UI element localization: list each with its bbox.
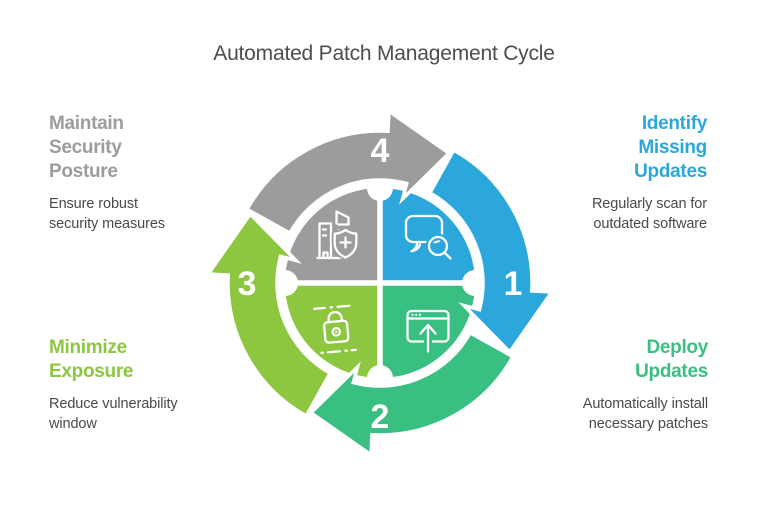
step-heading-line: Minimize — [49, 337, 127, 358]
lock-body — [323, 319, 350, 344]
magnifier-glass — [427, 235, 449, 257]
step-3-description: Reduce vulnerability window — [49, 394, 178, 434]
step-heading-line: Posture — [49, 161, 118, 182]
step-desc-line: Regularly scan for — [591, 196, 707, 212]
step-number-3: 3 — [238, 265, 257, 303]
shield-outline — [333, 228, 358, 259]
step-number-4: 4 — [371, 132, 390, 170]
step-heading-line: Identify — [641, 113, 707, 134]
chat-search-icon — [404, 214, 454, 262]
step-number-2: 2 — [371, 398, 390, 436]
step-1-description: Regularly scan for outdated software — [592, 194, 707, 234]
ring-arrow-identify-missing-updates — [427, 147, 556, 355]
lock-keyhole — [331, 326, 342, 337]
step-4-text-block: Maintain Security Posture Ensure robust … — [49, 112, 165, 234]
step-desc-line: Ensure robust — [49, 196, 138, 212]
shield-plus — [339, 236, 352, 249]
step-desc-line: security measures — [49, 216, 165, 232]
window-toolbar-dot — [418, 313, 421, 316]
building-shield-icon — [316, 210, 360, 261]
step-1-text-block: Identify Missing Updates Regularly scan … — [592, 112, 707, 234]
step-desc-line: outdated software — [593, 216, 707, 232]
icons-layer — [313, 210, 454, 356]
step-2-text-block: Deploy Updates Automatically install nec… — [583, 336, 709, 434]
step-desc-line: Automatically install — [582, 396, 708, 412]
step-number-1: 1 — [504, 265, 523, 303]
step-heading-line: Deploy — [646, 337, 708, 358]
step-3-text-block: Minimize Exposure Reduce vulnerability w… — [49, 336, 178, 434]
step-heading-line: Maintain — [49, 113, 124, 134]
step-desc-line: necessary patches — [588, 416, 708, 432]
window-upload-icon — [406, 309, 450, 356]
step-desc-line: Reduce vulnerability — [49, 396, 178, 412]
diagram-title: Automated Patch Management Cycle — [213, 42, 555, 65]
ring-arrow-minimize-exposure — [204, 211, 333, 419]
step-1-heading: Identify Missing Updates — [592, 112, 707, 184]
step-heading-line: Exposure — [49, 361, 134, 382]
upload-arrow-head — [419, 323, 437, 335]
magnifier-handle — [443, 251, 452, 260]
step-3-heading: Minimize Exposure — [49, 336, 178, 384]
step-heading-line: Updates — [634, 161, 707, 182]
lock-shackle — [327, 310, 343, 324]
window-toolbar-dot — [411, 313, 414, 316]
step-heading-line: Missing — [638, 137, 707, 158]
cycle-ring-layer: 1 2 3 4 — [204, 107, 556, 459]
step-4-heading: Maintain Security Posture — [49, 112, 165, 184]
quadrant-divider-cross — [285, 188, 475, 378]
step-heading-line: Security — [49, 137, 122, 158]
lock-keyhole-dot — [335, 330, 338, 333]
step-desc-line: window — [49, 416, 97, 432]
ring-arrow-deploy-updates — [308, 330, 516, 459]
lock-icon — [313, 304, 358, 355]
step-4-description: Ensure robust security measures — [49, 194, 165, 234]
building-outline — [316, 222, 344, 260]
dash-line-bottom — [320, 348, 358, 355]
dash-line-top — [313, 304, 351, 310]
ring-arrow-maintain-security-posture — [244, 107, 452, 236]
step-2-heading: Deploy Updates — [583, 336, 708, 384]
step-heading-line: Updates — [635, 361, 708, 382]
window-toolbar-dot — [415, 313, 418, 316]
step-2-description: Automatically install necessary patches — [583, 394, 708, 434]
